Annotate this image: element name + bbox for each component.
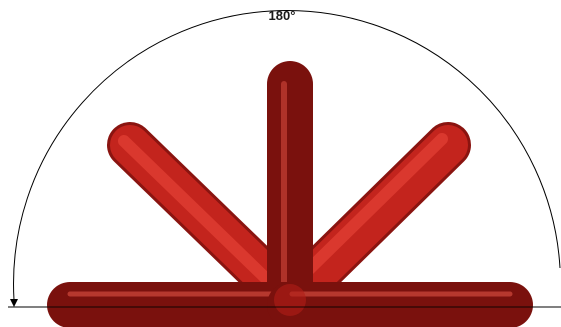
arm-0-deg: [290, 294, 510, 305]
arm-90-deg: [284, 84, 290, 300]
angle-label: 180°: [258, 8, 306, 24]
arm-180-deg: [70, 294, 290, 305]
arm-135-deg: [124, 141, 290, 300]
pivot: [274, 284, 306, 316]
arc-arrowhead: [10, 299, 18, 307]
